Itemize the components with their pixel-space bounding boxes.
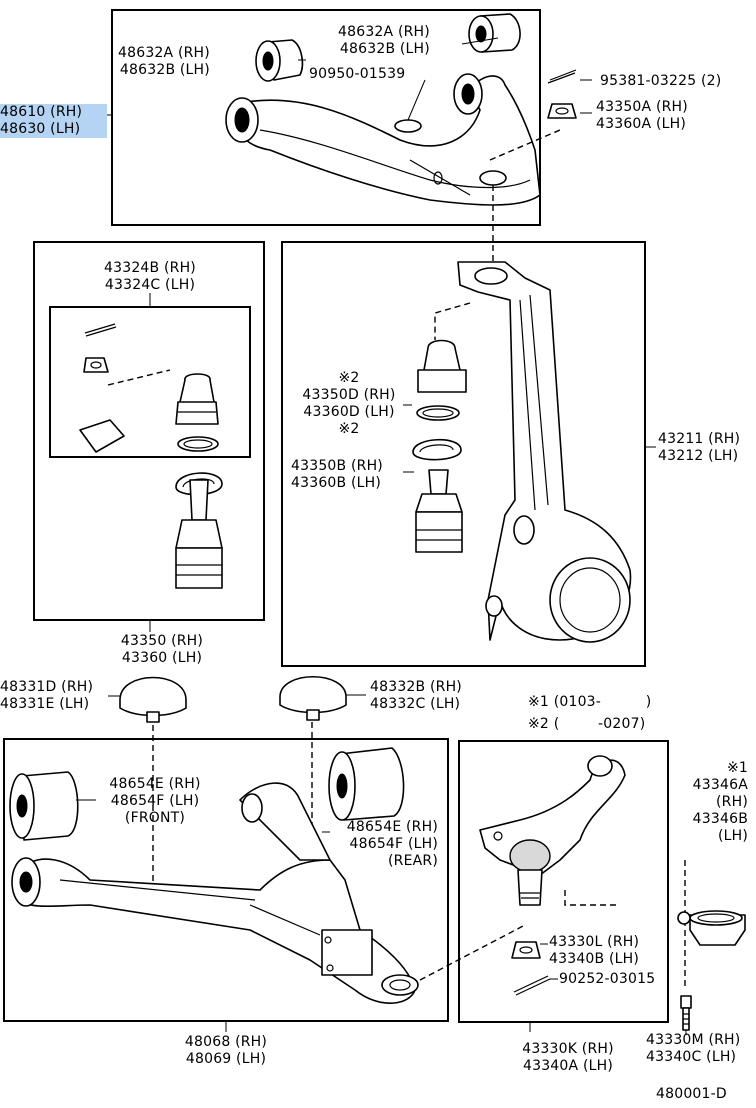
nut-upper — [547, 103, 577, 119]
diagram-code: 480001-D — [656, 1086, 727, 1102]
note-1: ※1 (0103- ) — [528, 694, 652, 710]
upper-bushing-left — [255, 39, 304, 82]
label-48331: 48331D (RH)48331E (LH) — [0, 679, 94, 712]
label-90252: 90252-03015 — [559, 971, 656, 987]
lower-control-arm — [11, 782, 419, 1004]
kit-cotter-pin — [84, 323, 117, 337]
bump-stopper-right — [279, 676, 347, 721]
kit-ring — [177, 436, 219, 452]
lower-bushing-front — [9, 771, 79, 841]
upper-bushing-right — [468, 13, 521, 53]
retainer-43346 — [677, 910, 746, 946]
label-48654-front: 48654E (RH)48654F (LH)(FRONT) — [109, 776, 201, 826]
label-43330m: 43330M (RH)43340C (LH) — [646, 1032, 741, 1065]
label-48632ab-right: 48632A (RH)48632B (LH) — [338, 24, 430, 57]
label-43211: 43211 (RH)43212 (LH) — [658, 431, 741, 464]
knuckle-dust-cover — [417, 339, 467, 393]
kit-boot — [79, 419, 125, 453]
knuckle-frame — [281, 241, 646, 667]
label-43330l: 43330L (RH)43340B (LH) — [549, 934, 640, 967]
lower-bushing-rear — [328, 747, 405, 821]
label-95381: 95381-03225 (2) — [600, 73, 722, 89]
ball-joint-left — [175, 479, 223, 589]
label-43330k: 43330K (RH)43340A (LH) — [522, 1041, 614, 1074]
label-43350: 43350 (RH)43360 (LH) — [120, 633, 204, 666]
cotter-pin-upper — [547, 69, 577, 84]
ball-joint-kit-frame — [33, 241, 265, 621]
kit-dust-cover — [175, 373, 219, 425]
label-43350a: 43350A (RH)43360A (LH) — [596, 99, 688, 132]
label-48068: 48068 (RH)48069 (LH) — [184, 1034, 268, 1067]
label-48610-highlighted: 48610 (RH)48630 (LH) — [0, 104, 107, 138]
lower-ball-joint — [479, 755, 626, 906]
note-2: ※2 ( -0207) — [528, 716, 646, 732]
ball-joint-knuckle — [415, 469, 463, 553]
label-43324: 43324B (RH)43324C (LH) — [104, 260, 196, 293]
label-48632ab-left: 48632A (RH)48632B (LH) — [118, 45, 210, 78]
upper-control-arm — [225, 73, 541, 206]
ball-joint-inner-frame — [49, 306, 251, 458]
kit-nut — [83, 357, 109, 373]
knuckle-ring — [416, 405, 460, 421]
lower-cotter-pin — [513, 975, 551, 996]
label-90950: 90950-01539 — [309, 66, 406, 82]
upper-arm-frame — [111, 9, 541, 226]
lower-ball-joint-frame — [458, 740, 669, 1023]
upper-plug — [394, 119, 422, 133]
bolt-43330m — [680, 995, 692, 1031]
label-48332: 48332B (RH)48332C (LH) — [370, 679, 462, 712]
snap-ring-knuckle — [412, 438, 462, 461]
steering-knuckle — [457, 261, 632, 643]
bump-stopper-left — [119, 676, 187, 723]
label-48654-rear: 48654E (RH)48654F (LH)(REAR) — [346, 819, 438, 869]
lower-ball-joint-nut — [511, 941, 541, 959]
label-43350b: 43350B (RH)43360B (LH) — [291, 458, 383, 491]
